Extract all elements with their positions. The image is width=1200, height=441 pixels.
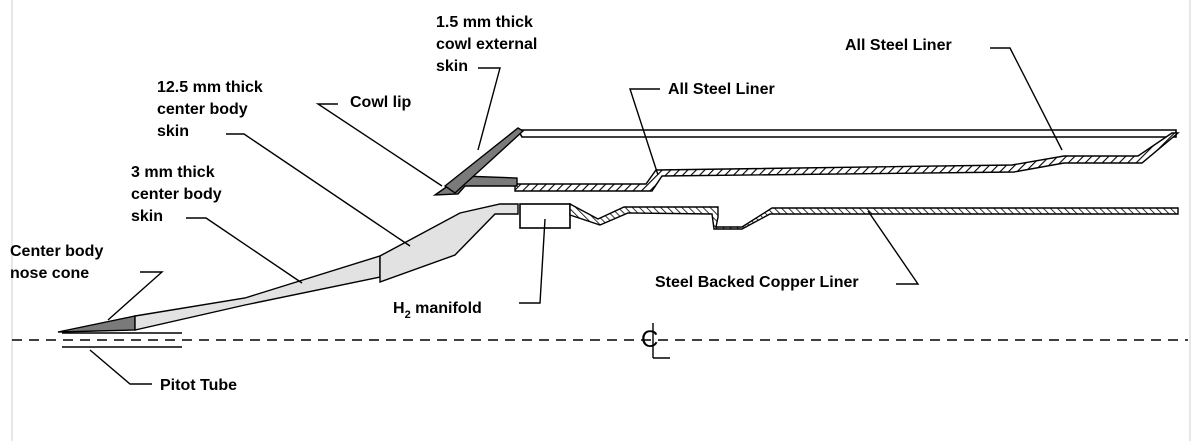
leader-nose-cone	[107, 271, 164, 321]
label-cowl-skin-line2: cowl external	[436, 36, 537, 53]
label-pitot-tube: Pitot Tube	[160, 377, 237, 394]
label-center-body-thin-line2: center body	[131, 186, 222, 203]
label-nose-cone-line1: Center body	[10, 243, 103, 260]
label-all-steel-liner-mid: All Steel Liner	[668, 81, 775, 98]
leader-cowl-lip	[315, 103, 443, 187]
leader-copper-liner	[867, 210, 920, 285]
label-copper-liner: Steel Backed Copper Liner	[655, 274, 859, 291]
leader-all-steel-liner-top	[990, 47, 1063, 151]
label-cowl-skin-line3: skin	[436, 58, 468, 75]
centerline-symbol-letter: C	[641, 326, 658, 353]
all-steel-liner-shape	[514, 132, 1180, 192]
label-center-body-thin-line3: skin	[131, 208, 163, 225]
label-cowl-lip: Cowl lip	[350, 94, 412, 111]
cowl-external-skin-shape	[516, 129, 1177, 138]
copper-liner-shape	[569, 202, 1179, 230]
label-center-body-thick-line1: 12.5 mm thick	[157, 79, 263, 96]
label-nose-cone-line2: nose cone	[10, 265, 89, 282]
label-center-body-thin-line1: 3 mm thick	[131, 164, 215, 181]
label-center-body-thick-line3: skin	[157, 123, 189, 140]
leader-pitot-tube	[89, 349, 152, 385]
center-body-skin-thick	[379, 203, 519, 283]
label-all-steel-liner-top: All Steel Liner	[845, 37, 952, 54]
leader-h2-manifold	[519, 218, 546, 304]
label-center-body-thick-line2: center body	[157, 101, 248, 118]
leader-center-body-skin-thin	[186, 217, 303, 284]
label-h2-manifold-subscript: 2	[405, 309, 411, 321]
cowl-lip-upper-shape	[443, 127, 525, 194]
label-h2-manifold: H2 manifold	[393, 300, 482, 321]
pitot-tube	[62, 332, 182, 348]
leader-cowl-skin	[477, 67, 501, 151]
label-h2-manifold-text: manifold	[411, 300, 482, 317]
center-body-skin-thin	[134, 255, 381, 331]
leader-center-body-skin-thick	[226, 133, 411, 247]
centerline-symbol: C	[641, 323, 670, 359]
leader-all-steel-liner-mid	[629, 88, 660, 176]
label-h2-manifold-h: H	[393, 300, 405, 317]
nose-cone-shape	[57, 315, 136, 333]
label-cowl-skin-line1: 1.5 mm thick	[436, 14, 533, 31]
